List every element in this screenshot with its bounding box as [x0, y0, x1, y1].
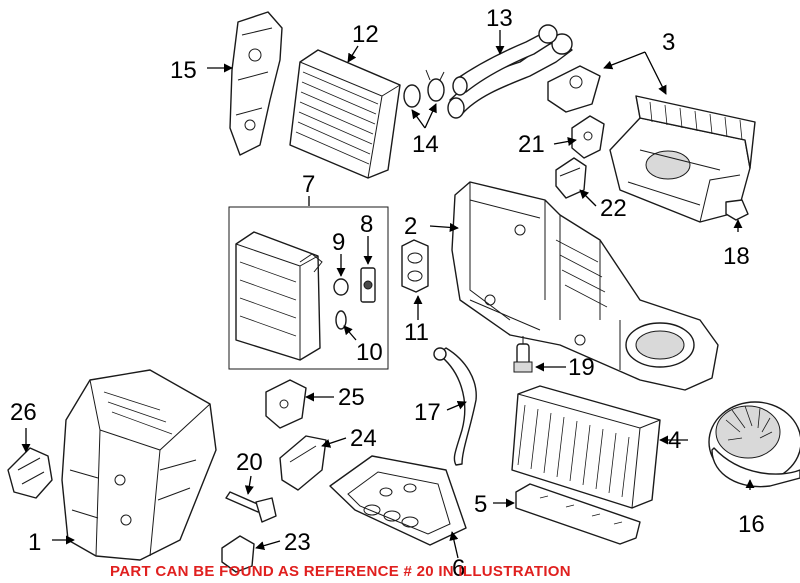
callout-13: 13 — [486, 5, 513, 32]
leader-lines — [21, 30, 755, 559]
callout-14: 14 — [412, 131, 439, 158]
callout-24: 24 — [350, 425, 377, 452]
part-17-drain-hose — [433, 347, 477, 466]
callout-22: 22 — [600, 195, 627, 222]
callout-16: 16 — [738, 511, 765, 538]
footer-note: PART CAN BE FOUND AS REFERENCE # 20 IN I… — [110, 563, 571, 580]
callout-15: 15 — [170, 57, 197, 84]
part-25-bracket — [265, 379, 307, 429]
part-7-kit-frame — [228, 206, 389, 370]
callout-5: 5 — [474, 491, 487, 518]
part-2-hvac-housing — [451, 181, 719, 391]
part-26-bracket — [7, 447, 53, 499]
callout-25: 25 — [338, 384, 365, 411]
part-19-sensor — [513, 336, 533, 373]
callout-4: 4 — [668, 427, 681, 454]
part-15-duct-bracket — [229, 11, 283, 156]
part-10-seal — [335, 310, 347, 330]
part-18-clip — [725, 199, 749, 221]
callout-numbers: 1 2 3 4 5 6 7 8 9 10 11 12 13 14 15 16 1… — [10, 5, 765, 582]
callout-10: 10 — [356, 339, 383, 366]
callout-7: 7 — [302, 171, 315, 198]
callout-11: 11 — [404, 319, 429, 346]
callout-2: 2 — [404, 213, 417, 240]
part-3-blower-housing — [609, 95, 756, 223]
callout-8: 8 — [360, 211, 373, 238]
part-9-o-ring — [333, 278, 349, 296]
callout-6: 6 — [452, 555, 465, 582]
part-7-evaporator — [235, 231, 323, 361]
part-16-blower-motor — [708, 401, 800, 488]
part-21-bracket — [571, 115, 605, 159]
callout-21: 21 — [518, 131, 545, 158]
callout-9: 9 — [332, 229, 345, 256]
callout-1: 1 — [28, 529, 41, 556]
part-12-heater-core — [289, 49, 401, 179]
callout-23: 23 — [284, 529, 311, 556]
callout-26: 26 — [10, 399, 37, 426]
part-11-servo-motor — [401, 239, 429, 293]
part-20-actuator — [225, 491, 277, 523]
callout-17: 17 — [414, 399, 441, 426]
part-1-distribution-housing — [61, 369, 217, 561]
callout-20: 20 — [236, 449, 263, 476]
callout-18: 18 — [723, 243, 750, 270]
part-5-strip — [515, 483, 641, 545]
part-24-bracket — [279, 435, 327, 491]
part-8-expansion-valve — [360, 267, 376, 303]
part-13-heater-pipes — [447, 24, 573, 119]
part-14-clamps — [403, 69, 445, 108]
callout-12: 12 — [352, 21, 379, 48]
part-23-clip — [221, 535, 255, 573]
part-6-tray — [329, 455, 467, 546]
callout-3: 3 — [662, 29, 675, 56]
callout-19: 19 — [568, 354, 595, 381]
part-4-cabin-filter — [511, 385, 661, 509]
part-3-actuator — [547, 65, 601, 113]
